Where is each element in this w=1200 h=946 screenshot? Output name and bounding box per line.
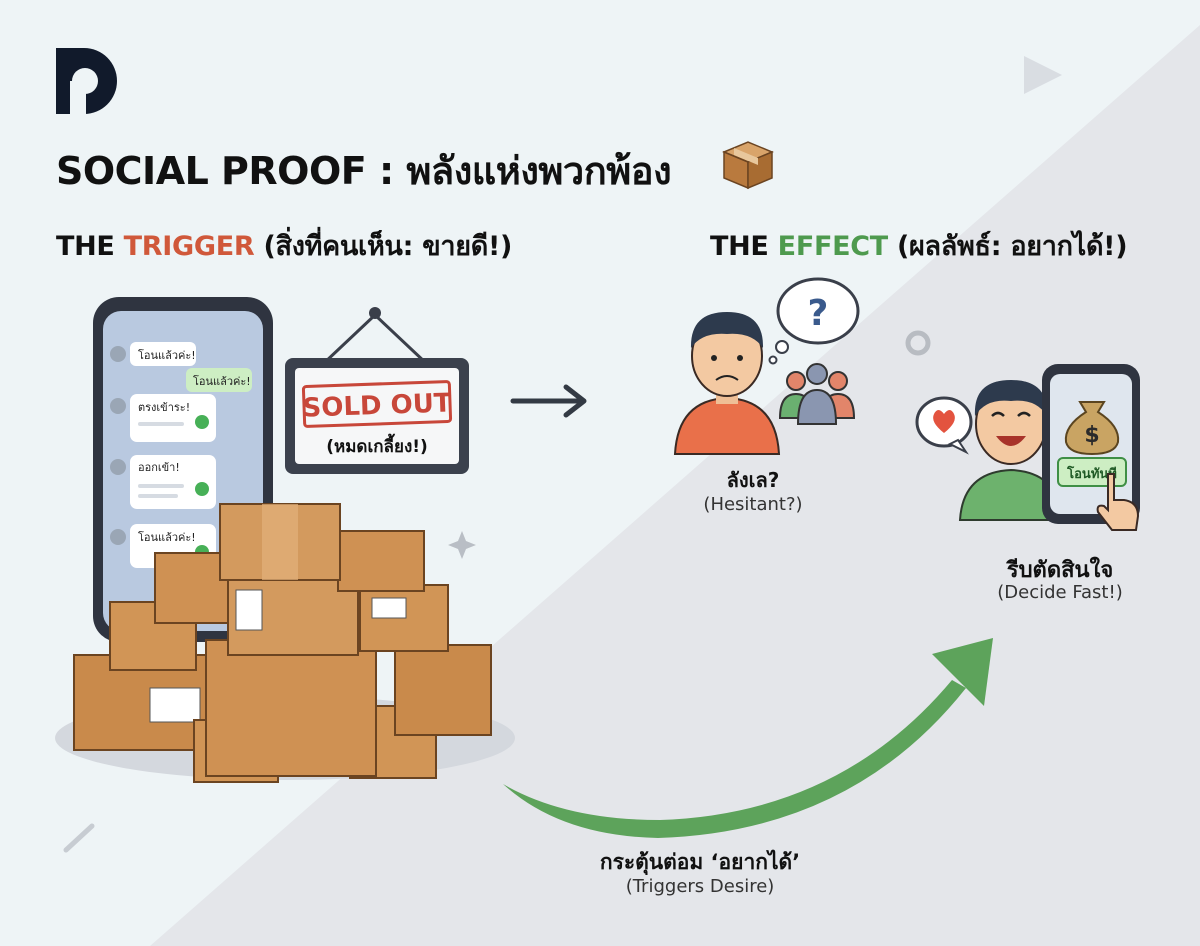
chat-message-4: ออกเข้า! <box>138 461 180 474</box>
money-bag-icon <box>1064 401 1120 456</box>
play-triangle-decoration <box>1024 56 1062 94</box>
triggers-desire-translation: (Triggers Desire) <box>625 876 775 897</box>
chat-bubble-1 <box>110 342 196 366</box>
chat-message-2: โอนแล้วค่ะ! <box>193 374 251 388</box>
sold-out-label: SOLD OUT <box>302 388 452 423</box>
decide-fast-label: รีบตัดสินใจ <box>1006 558 1114 583</box>
page-title: SOCIAL PROOF : พลังแห่งพวกพ้อง <box>56 149 672 193</box>
chat-bubble-2 <box>186 368 252 392</box>
sparkle-decoration <box>448 531 476 559</box>
brand-logo <box>56 48 117 114</box>
package-pile-illustration <box>55 503 515 783</box>
transfer-now-button-label: โอนทันที <box>1066 465 1117 482</box>
triggers-desire-label: กระตุ้นต่อม ‘อยากได้’ <box>599 850 801 874</box>
hesitant-label: ลังเล? <box>726 468 780 492</box>
sold-out-stamp <box>301 380 453 428</box>
heart-speech-bubble-icon <box>915 396 973 455</box>
slash-decoration <box>63 823 95 853</box>
pointing-hand-icon <box>1096 473 1140 531</box>
sold-out-sign: SOLD OUT (หมดเกลี้ยง!) <box>285 307 469 474</box>
dollar-sign: $ <box>1084 423 1099 448</box>
decisive-person-illustration <box>958 380 1064 521</box>
question-mark: ? <box>808 293 829 334</box>
trigger-heading-suffix: (สิ่งที่คนเห็น: ขายดี!) <box>254 231 513 262</box>
right-arrow-icon <box>510 384 587 418</box>
crowd-icon <box>778 363 856 425</box>
hesitant-person-illustration <box>673 312 781 455</box>
effect-heading: THE EFFECT (ผลลัพธ์: อยากได้!) <box>710 224 1128 267</box>
thought-bubble-question-icon: ? <box>768 277 860 365</box>
trigger-heading: THE TRIGGER (สิ่งที่คนเห็น: ขายดี!) <box>56 224 512 267</box>
payment-phone-illustration: $ โอนทันที <box>1042 364 1140 531</box>
chat-message-3: ตรงเข้าระ! <box>138 401 190 414</box>
package-icon <box>722 141 774 190</box>
chat-bubble-4 <box>110 455 216 509</box>
effect-heading-accent: EFFECT <box>777 231 889 262</box>
ring-decoration <box>905 330 931 356</box>
effect-heading-suffix: (ผลลัพธ์: อยากได้!) <box>887 231 1128 262</box>
sold-out-sub-label: (หมดเกลี้ยง!) <box>326 433 428 457</box>
chat-message-1: โอนแล้วค่ะ! <box>138 348 196 362</box>
decide-fast-translation: (Decide Fast!) <box>997 582 1123 603</box>
chat-message-5: โอนแล้วค่ะ! <box>138 530 196 544</box>
chat-bubble-3 <box>110 394 216 442</box>
trigger-heading-accent: TRIGGER <box>123 231 255 262</box>
effect-heading-prefix: THE <box>710 231 778 262</box>
hesitant-translation: (Hesitant?) <box>703 494 803 515</box>
triggers-desire-curved-arrow <box>503 638 993 838</box>
trigger-heading-prefix: THE <box>56 231 124 262</box>
